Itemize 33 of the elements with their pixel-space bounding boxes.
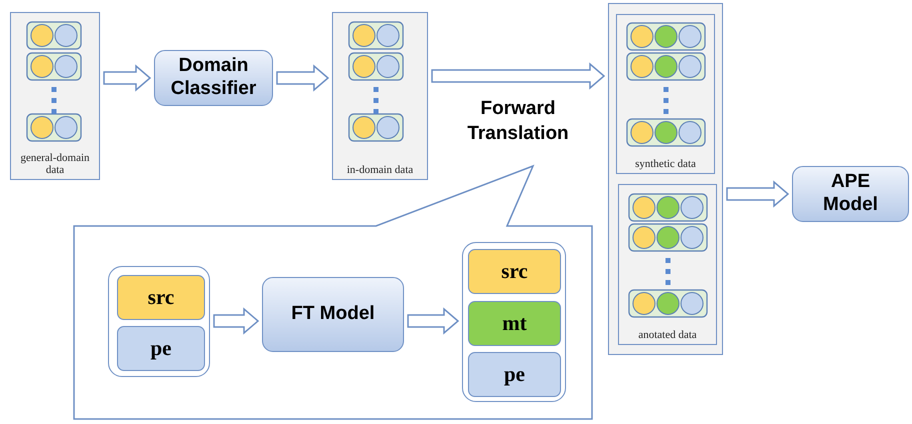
data-panel (10, 12, 100, 180)
panel-caption: anotated data (637, 328, 698, 341)
block-arrow (213, 307, 260, 335)
pair-group (108, 266, 210, 377)
data-panel (332, 12, 428, 180)
field-box (468, 352, 561, 397)
data-panel (616, 14, 715, 174)
triple-group (462, 242, 566, 402)
field-label: mt (502, 311, 527, 336)
block-arrow (726, 180, 790, 208)
data-panel (608, 3, 723, 355)
block-arrow (407, 307, 460, 335)
field-label: src (501, 259, 528, 284)
model-box (792, 166, 909, 222)
panel-caption: in-domain data (346, 164, 414, 176)
panel-caption: synthetic data (634, 158, 697, 170)
block-arrow (276, 64, 330, 92)
panel-caption: general-domain data (19, 152, 91, 176)
data-panel (618, 184, 717, 345)
field-label: pe (504, 362, 525, 387)
block-arrow (103, 64, 152, 92)
field-box (468, 249, 561, 294)
field-box (468, 301, 561, 346)
field-label: pe (150, 336, 172, 361)
field-label: src (148, 285, 174, 310)
model-box (154, 50, 273, 106)
field-box (117, 275, 205, 320)
model-label: APE Model (822, 171, 879, 217)
field-box (117, 326, 205, 371)
block-arrow (431, 62, 606, 90)
model-box (262, 277, 404, 352)
model-label: FT Model (291, 303, 375, 326)
model-label: Domain Classifier (170, 55, 258, 101)
